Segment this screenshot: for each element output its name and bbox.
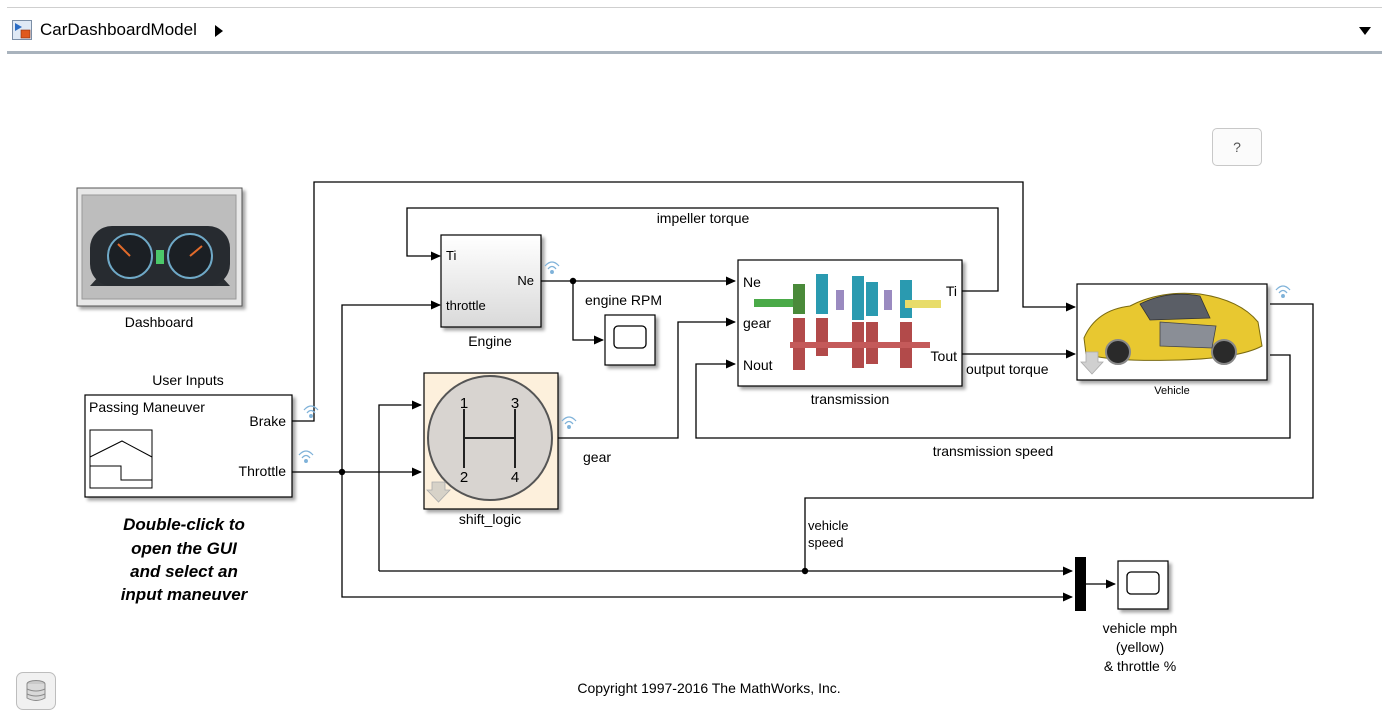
gear-label-3: 3 bbox=[511, 395, 519, 412]
impeller-torque-signal-label: impeller torque bbox=[657, 210, 750, 226]
line-engine-scope bbox=[573, 281, 603, 340]
transmission-port-gear: gear bbox=[743, 315, 771, 331]
shift-logic-block[interactable] bbox=[424, 373, 558, 509]
annotation-line3[interactable]: and select an bbox=[130, 562, 238, 581]
branch-point bbox=[570, 278, 576, 284]
signal-stream-icon[interactable] bbox=[304, 406, 318, 417]
vehicle-block[interactable] bbox=[1077, 284, 1267, 380]
database-icon bbox=[17, 673, 55, 709]
engine-rpm-signal-label: engine RPM bbox=[585, 292, 662, 308]
engine-port-ne: Ne bbox=[517, 273, 534, 288]
gear-label-1: 1 bbox=[460, 395, 468, 412]
signal-stream-icon[interactable] bbox=[562, 417, 576, 428]
transmission-label: transmission bbox=[811, 391, 890, 407]
vehicle-speed-label-line2: speed bbox=[808, 535, 843, 550]
mux-block[interactable] bbox=[1075, 557, 1086, 611]
signal-stream-icon[interactable] bbox=[545, 262, 559, 273]
engine-rpm-scope[interactable] bbox=[605, 315, 655, 365]
engine-port-throttle: throttle bbox=[446, 298, 486, 313]
dashboard-label: Dashboard bbox=[125, 314, 194, 330]
transmission-port-ti: Ti bbox=[946, 283, 957, 299]
user-inputs-title: User Inputs bbox=[152, 372, 224, 388]
dashboard-block[interactable] bbox=[77, 188, 242, 306]
signal-stream-icon[interactable] bbox=[299, 451, 313, 462]
vehicle-mph-scope-label-line1: vehicle mph bbox=[1103, 620, 1178, 636]
model-data-button[interactable] bbox=[16, 672, 56, 710]
annotation-line4[interactable]: input maneuver bbox=[121, 585, 249, 604]
gear-label-2: 2 bbox=[460, 469, 468, 486]
transmission-speed-signal-label: transmission speed bbox=[933, 443, 1054, 459]
help-button[interactable]: ? bbox=[1212, 128, 1262, 166]
branch-point bbox=[802, 568, 808, 574]
vehicle-mph-scope-label-line3: & throttle % bbox=[1104, 658, 1176, 674]
engine-label: Engine bbox=[468, 333, 512, 349]
gear-signal-label: gear bbox=[583, 449, 611, 465]
vehicle-speed-label-line1: vehicle bbox=[808, 518, 848, 533]
annotation-line2[interactable]: open the GUI bbox=[131, 539, 238, 558]
signal-stream-icon[interactable] bbox=[1276, 286, 1290, 297]
vehicle-label: Vehicle bbox=[1154, 385, 1189, 397]
port-brake: Brake bbox=[249, 413, 286, 429]
vehicle-mph-scope-label-line2: (yellow) bbox=[1116, 639, 1164, 655]
engine-port-ti: Ti bbox=[446, 248, 456, 263]
shift-logic-label: shift_logic bbox=[459, 511, 521, 527]
transmission-port-nout: Nout bbox=[743, 357, 773, 373]
line-speed-to-shift bbox=[379, 405, 421, 571]
branch-point bbox=[339, 469, 345, 475]
output-torque-signal-label: output torque bbox=[966, 361, 1049, 377]
vehicle-mph-scope[interactable] bbox=[1118, 561, 1168, 609]
annotation-line1[interactable]: Double-click to bbox=[123, 515, 245, 534]
transmission-port-tout: Tout bbox=[931, 348, 958, 364]
port-throttle: Throttle bbox=[239, 463, 287, 479]
gear-label-4: 4 bbox=[511, 469, 519, 486]
transmission-port-ne: Ne bbox=[743, 274, 761, 290]
copyright-text: Copyright 1997-2016 The MathWorks, Inc. bbox=[577, 680, 840, 696]
user-inputs-inner-label: Passing Maneuver bbox=[89, 399, 205, 415]
